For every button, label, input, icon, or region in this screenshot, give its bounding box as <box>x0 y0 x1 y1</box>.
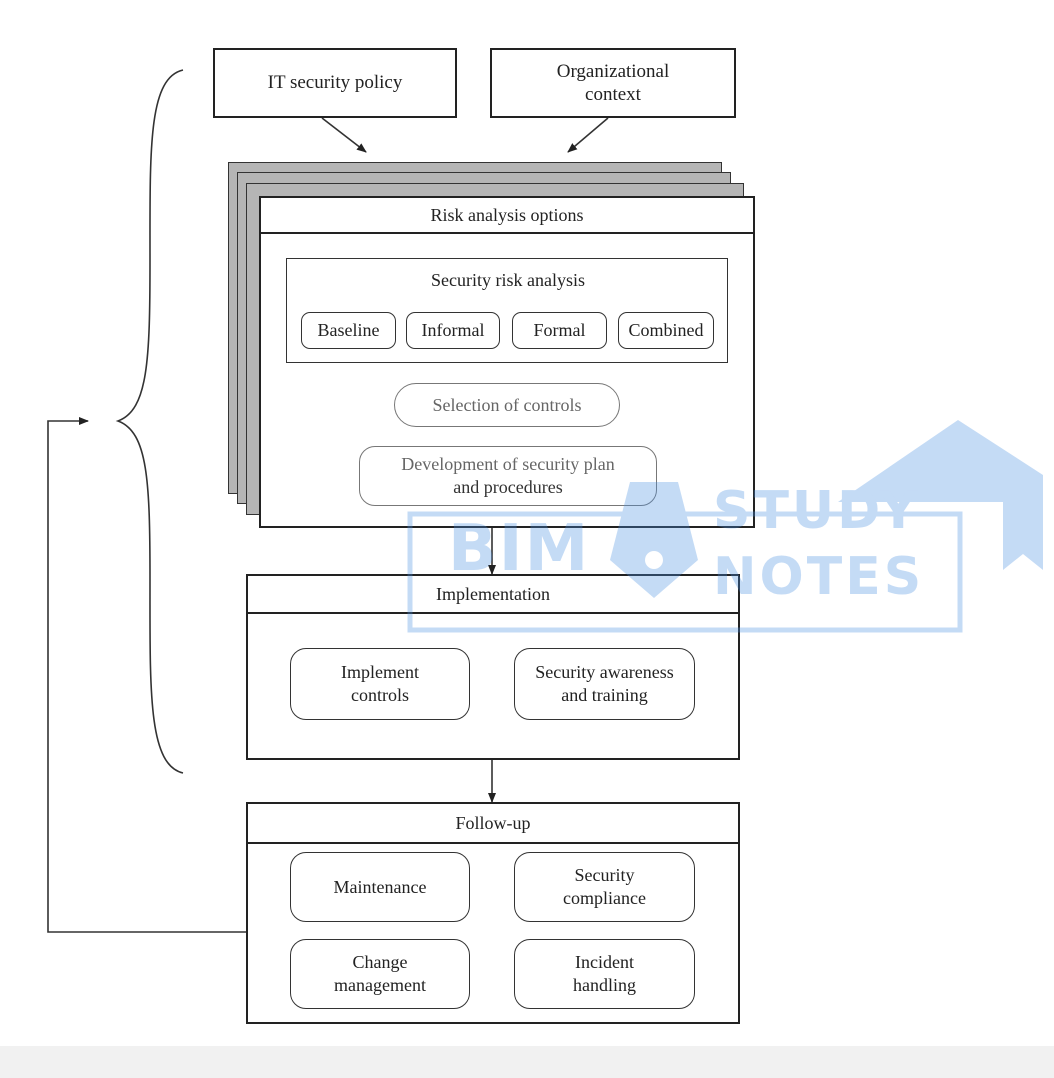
organizational-context-box: Organizational context <box>490 48 736 118</box>
implementation-title: Implementation <box>436 583 550 604</box>
organizational-context-label-line1: Organizational <box>556 61 670 82</box>
follow-up-header: Follow-up <box>248 804 738 844</box>
option-combined-label: Combined <box>628 320 704 340</box>
option-informal: Informal <box>406 312 500 349</box>
security-compliance-line2: compliance <box>563 888 646 908</box>
security-plan-label-line2: and procedures <box>453 477 563 497</box>
security-awareness-line2: and training <box>561 685 648 705</box>
security-compliance-line1: Security <box>574 865 635 885</box>
feedback-loop-arrow <box>47 417 246 933</box>
security-awareness-line1: Security awareness <box>535 662 674 682</box>
security-plan-box: Development of security plan and procedu… <box>359 446 657 506</box>
security-risk-analysis-title: Security risk analysis <box>431 269 585 290</box>
option-baseline-label: Baseline <box>317 320 380 340</box>
organizational-context-label-line2: context <box>585 84 641 105</box>
it-security-policy-box: IT security policy <box>213 48 457 118</box>
implementation-header: Implementation <box>248 576 738 614</box>
security-compliance-box: Security compliance <box>514 852 695 922</box>
implement-controls-line2: controls <box>351 685 409 705</box>
policy-arrow <box>321 117 367 153</box>
risk-analysis-options-header: Risk analysis options <box>261 198 753 234</box>
follow-up-title: Follow-up <box>455 812 531 833</box>
change-management-line1: Change <box>352 952 408 972</box>
incident-handling-box: Incident handling <box>514 939 695 1009</box>
it-security-policy-label: IT security policy <box>267 72 403 93</box>
bottom-edge-band <box>0 1046 1054 1078</box>
option-formal-label: Formal <box>533 320 586 340</box>
option-formal: Formal <box>512 312 607 349</box>
maintenance-label: Maintenance <box>333 876 427 897</box>
maintenance-box: Maintenance <box>290 852 470 922</box>
security-plan-label-line1: Development of security plan <box>401 454 615 474</box>
implement-controls-box: Implement controls <box>290 648 470 720</box>
change-management-box: Change management <box>290 939 470 1009</box>
selection-of-controls-label: Selection of controls <box>432 394 582 415</box>
option-informal-label: Informal <box>421 320 485 340</box>
change-management-line2: management <box>334 975 426 995</box>
security-awareness-box: Security awareness and training <box>514 648 695 720</box>
context-arrow <box>567 117 609 153</box>
incident-handling-line2: handling <box>573 975 636 995</box>
implement-controls-line1: Implement <box>341 662 419 682</box>
option-baseline: Baseline <box>301 312 396 349</box>
selection-of-controls-box: Selection of controls <box>394 383 620 427</box>
option-combined: Combined <box>618 312 714 349</box>
risk-analysis-options-title: Risk analysis options <box>430 204 584 225</box>
incident-handling-line1: Incident <box>575 952 634 972</box>
scope-brace <box>115 69 184 774</box>
